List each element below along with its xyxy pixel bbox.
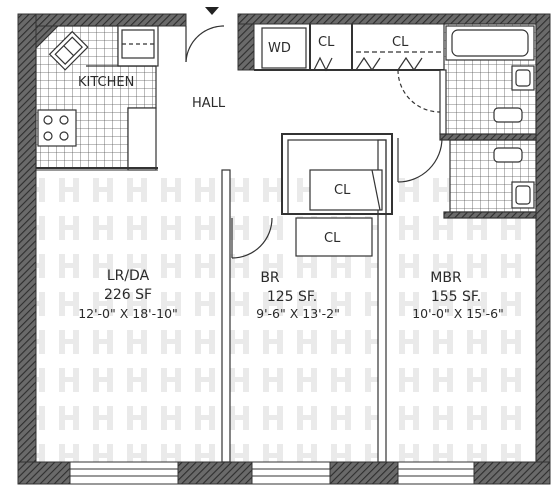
watermark (36, 170, 546, 462)
br-area: 125 SF. (267, 289, 317, 305)
bathrooms (397, 23, 537, 219)
lrda-area: 226 SF (104, 287, 152, 303)
kitchen-label: KITCHEN (78, 75, 134, 90)
closet-label-4: CL (324, 231, 341, 246)
lrda-dims: 12'-0" X 18'-10" (78, 306, 178, 321)
lrda-name: LR/DA (107, 268, 150, 284)
closet-strip (254, 24, 444, 72)
hall-column (237, 23, 255, 71)
br-name: BR (260, 270, 280, 286)
closet-label-2: CL (392, 35, 409, 50)
entry-arrow-icon (205, 7, 219, 15)
entry-door (185, 25, 225, 63)
kitchen-area (35, 25, 159, 171)
br-dims: 9'-6" X 13'-2" (256, 306, 340, 321)
hall-label: HALL (192, 96, 226, 111)
closet-label-1: CL (318, 35, 335, 50)
mbr-dims: 10'-0" X 15'-6" (412, 306, 504, 321)
wd-label: WD (268, 41, 291, 56)
mbr-area: 155 SF. (431, 289, 481, 305)
windows (69, 461, 475, 485)
closet-label-3: CL (334, 183, 351, 198)
mbr-name: MBR (430, 270, 462, 286)
interior-walls (221, 133, 393, 463)
room-labels: KITCHEN HALL WD CL CL CL CL LR/DA 226 SF… (78, 35, 504, 321)
